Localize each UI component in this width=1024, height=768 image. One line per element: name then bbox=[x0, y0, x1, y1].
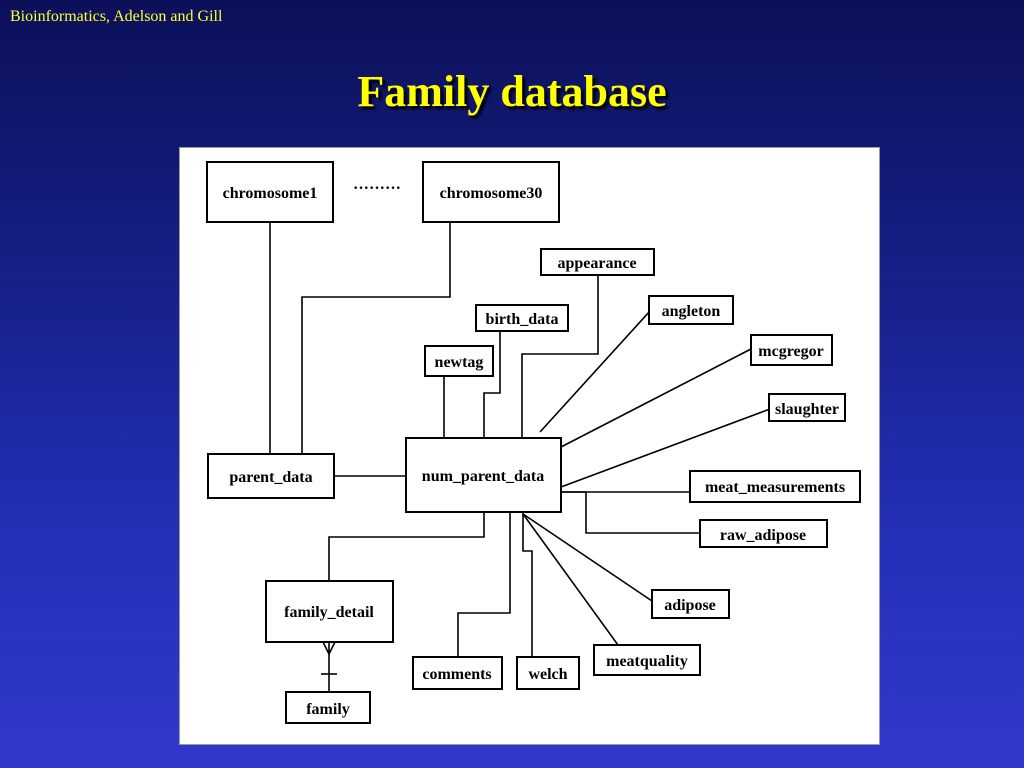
link-comments bbox=[457, 512, 511, 657]
entity-label: family_detail bbox=[284, 604, 374, 621]
link-newtag-num-parent-data bbox=[433, 375, 445, 438]
entity-label: angleton bbox=[662, 303, 721, 320]
entity-mcgregor: mcgregor bbox=[750, 334, 833, 366]
entity-label: mcgregor bbox=[758, 343, 823, 360]
ellipsis-dots: ········· bbox=[353, 180, 401, 197]
entity-newtag: newtag bbox=[424, 345, 494, 377]
entity-label: meatquality bbox=[606, 653, 688, 670]
entity-label: welch bbox=[528, 666, 567, 683]
entity-adipose: adipose bbox=[651, 589, 730, 619]
entity-comments: comments bbox=[412, 656, 503, 690]
slide-title: Family database bbox=[357, 67, 667, 116]
link-birth-data-num-parent-data bbox=[483, 331, 501, 438]
entity-label: comments bbox=[422, 666, 491, 683]
link-adipose bbox=[522, 513, 653, 602]
crows-foot-right bbox=[328, 641, 336, 655]
entity-label: parent_data bbox=[229, 469, 312, 486]
entity-label: birth_data bbox=[486, 311, 559, 328]
entity-num-parent-data: num_parent_data bbox=[405, 437, 562, 513]
entity-slaughter: slaughter bbox=[768, 393, 846, 422]
link-raw-adipose bbox=[561, 491, 700, 534]
entity-label: adipose bbox=[664, 597, 716, 614]
link-meatquality bbox=[522, 513, 619, 646]
entity-label: family bbox=[306, 701, 350, 718]
entity-label: chromosome1 bbox=[223, 185, 318, 202]
crows-foot-left bbox=[322, 641, 330, 655]
entity-relationship-diagram: chromosome1 ········· chromosome30 appea… bbox=[179, 147, 880, 745]
entity-appearance: appearance bbox=[540, 248, 655, 276]
entity-angleton: angleton bbox=[648, 295, 734, 325]
link-chromosome30-parent-data bbox=[301, 222, 451, 454]
entity-birth-data: birth_data bbox=[475, 304, 569, 332]
entity-chromosome30: chromosome30 bbox=[422, 161, 560, 223]
entity-meat-measurements: meat_measurements bbox=[689, 470, 861, 503]
link-appearance-num-parent-data bbox=[521, 275, 599, 438]
link-mcgregor bbox=[560, 348, 752, 448]
entity-chromosome1: chromosome1 bbox=[206, 161, 334, 223]
slide-credit: Bioinformatics, Adelson and Gill bbox=[10, 8, 223, 25]
link-slaughter bbox=[560, 408, 771, 488]
link-family-detail bbox=[328, 512, 485, 581]
entity-label: num_parent_data bbox=[422, 468, 544, 485]
entity-label: raw_adipose bbox=[720, 527, 806, 544]
entity-label: appearance bbox=[557, 255, 636, 272]
entity-label: meat_measurements bbox=[705, 479, 845, 496]
entity-parent-data: parent_data bbox=[207, 453, 335, 499]
entity-family: family bbox=[285, 691, 371, 724]
entity-label: slaughter bbox=[775, 401, 839, 418]
link-welch bbox=[522, 512, 533, 657]
link-angleton bbox=[539, 310, 651, 433]
entity-label: newtag bbox=[435, 354, 484, 371]
entity-meatquality: meatquality bbox=[593, 644, 701, 676]
diagram-canvas: chromosome1 ········· chromosome30 appea… bbox=[206, 161, 861, 724]
entity-welch: welch bbox=[516, 656, 580, 690]
connectors bbox=[269, 222, 771, 692]
entity-label: chromosome30 bbox=[440, 185, 543, 202]
entity-family-detail: family_detail bbox=[265, 580, 394, 643]
entity-raw-adipose: raw_adipose bbox=[699, 519, 828, 548]
